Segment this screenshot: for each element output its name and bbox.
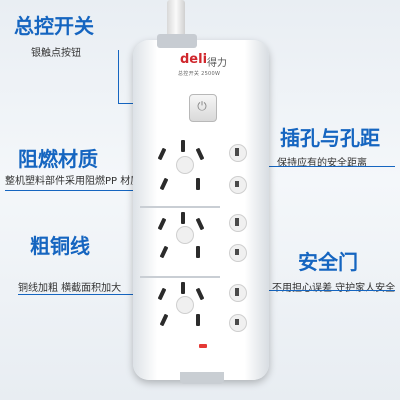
door-title: 安全门 bbox=[298, 250, 358, 274]
copper-title: 粗铜线 bbox=[30, 234, 90, 258]
power-strip bbox=[133, 40, 269, 380]
spacing-desc: 保持应有的安全距离 bbox=[277, 158, 367, 169]
row-divider bbox=[140, 276, 220, 278]
strip-foot bbox=[180, 372, 224, 384]
switch-title: 总控开关 bbox=[14, 14, 94, 38]
spec-text: 总控开关 2500W bbox=[178, 71, 221, 77]
master-switch-button[interactable] bbox=[189, 94, 217, 122]
row-divider bbox=[140, 206, 220, 208]
power-indicator-light bbox=[199, 344, 207, 348]
cord-collar bbox=[157, 34, 197, 48]
copper-desc: 铜线加粗 横截面积加大 bbox=[18, 283, 122, 294]
material-desc: 整机塑料部件采用阻燃PP 材质 bbox=[5, 176, 141, 187]
material-title: 阻燃材质 bbox=[18, 147, 98, 171]
brand-logo: deli bbox=[180, 52, 208, 67]
power-cord bbox=[167, 0, 185, 40]
brand-cn: 得力 bbox=[207, 58, 227, 69]
switch-desc: 银触点按钮 bbox=[31, 48, 81, 59]
door-desc: 不用担心误差 守护家人安全 bbox=[272, 283, 396, 294]
spacing-title: 插孔与孔距 bbox=[280, 126, 380, 150]
power-icon: ⏻ bbox=[197, 99, 207, 113]
